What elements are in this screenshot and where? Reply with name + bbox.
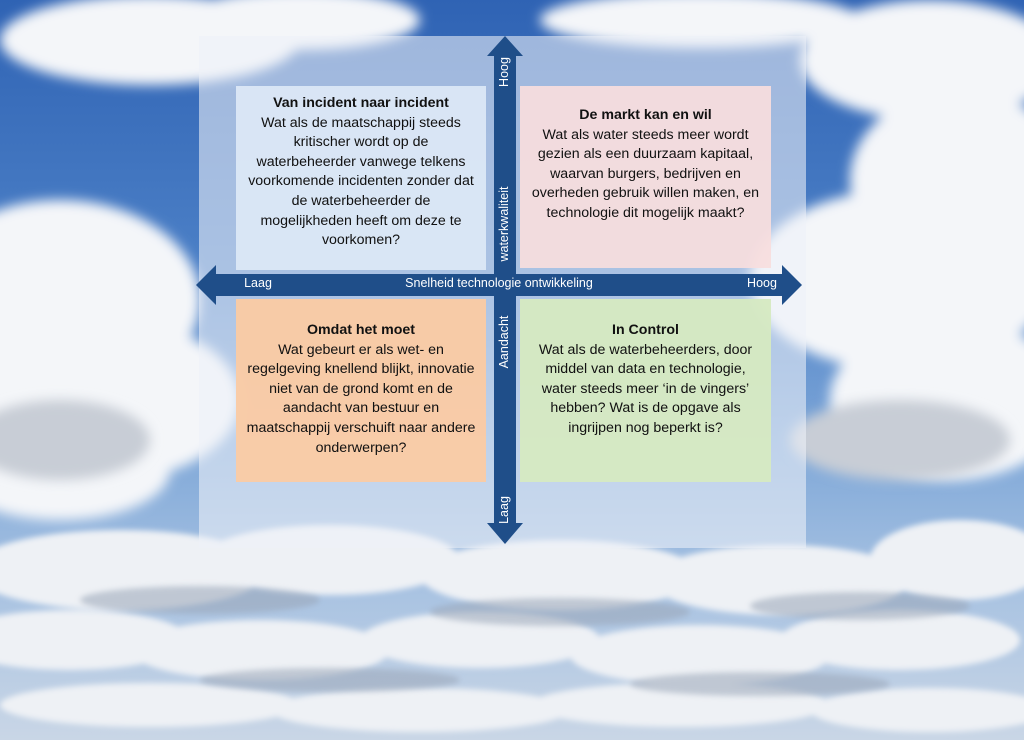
y-axis-title-lower: Aandacht	[497, 315, 511, 369]
quadrant-title: Van incident naar incident	[273, 95, 449, 111]
y-axis-title-upper: waterkwaliteit	[497, 186, 511, 262]
quadrant-body: Wat als de waterbeheerders, door middel …	[538, 341, 753, 436]
x-axis-low-label: Laag	[244, 276, 272, 290]
vertical-axis-arrow	[487, 36, 523, 544]
quadrant-body: Wat als water steeds meer wordt gezien a…	[531, 126, 760, 221]
quadrant-title: De markt kan en wil	[579, 107, 712, 123]
quadrant-title: Omdat het moet	[307, 322, 415, 338]
x-axis-high-label: Hoog	[747, 276, 777, 290]
quadrant-body: Wat gebeurt er als wet- en regelgeving k…	[246, 341, 476, 456]
quadrant-bottom-right: In Control Wat als de waterbeheerders, d…	[520, 299, 771, 482]
quadrant-bottom-left: Omdat het moet Wat gebeurt er als wet- e…	[236, 299, 486, 482]
quadrant-title: In Control	[612, 322, 679, 338]
x-axis-title: Snelheid technologie ontwikkeling	[405, 276, 593, 290]
quadrant-body: Wat als de maatschappij steeds kritische…	[248, 114, 474, 249]
y-axis-low-label: Laag	[497, 496, 511, 524]
y-axis-high-label: Hoog	[497, 57, 511, 87]
quadrant-top-left: Van incident naar incident Wat als de ma…	[236, 86, 486, 270]
quadrant-top-right: De markt kan en wil Wat als water steeds…	[520, 86, 771, 268]
